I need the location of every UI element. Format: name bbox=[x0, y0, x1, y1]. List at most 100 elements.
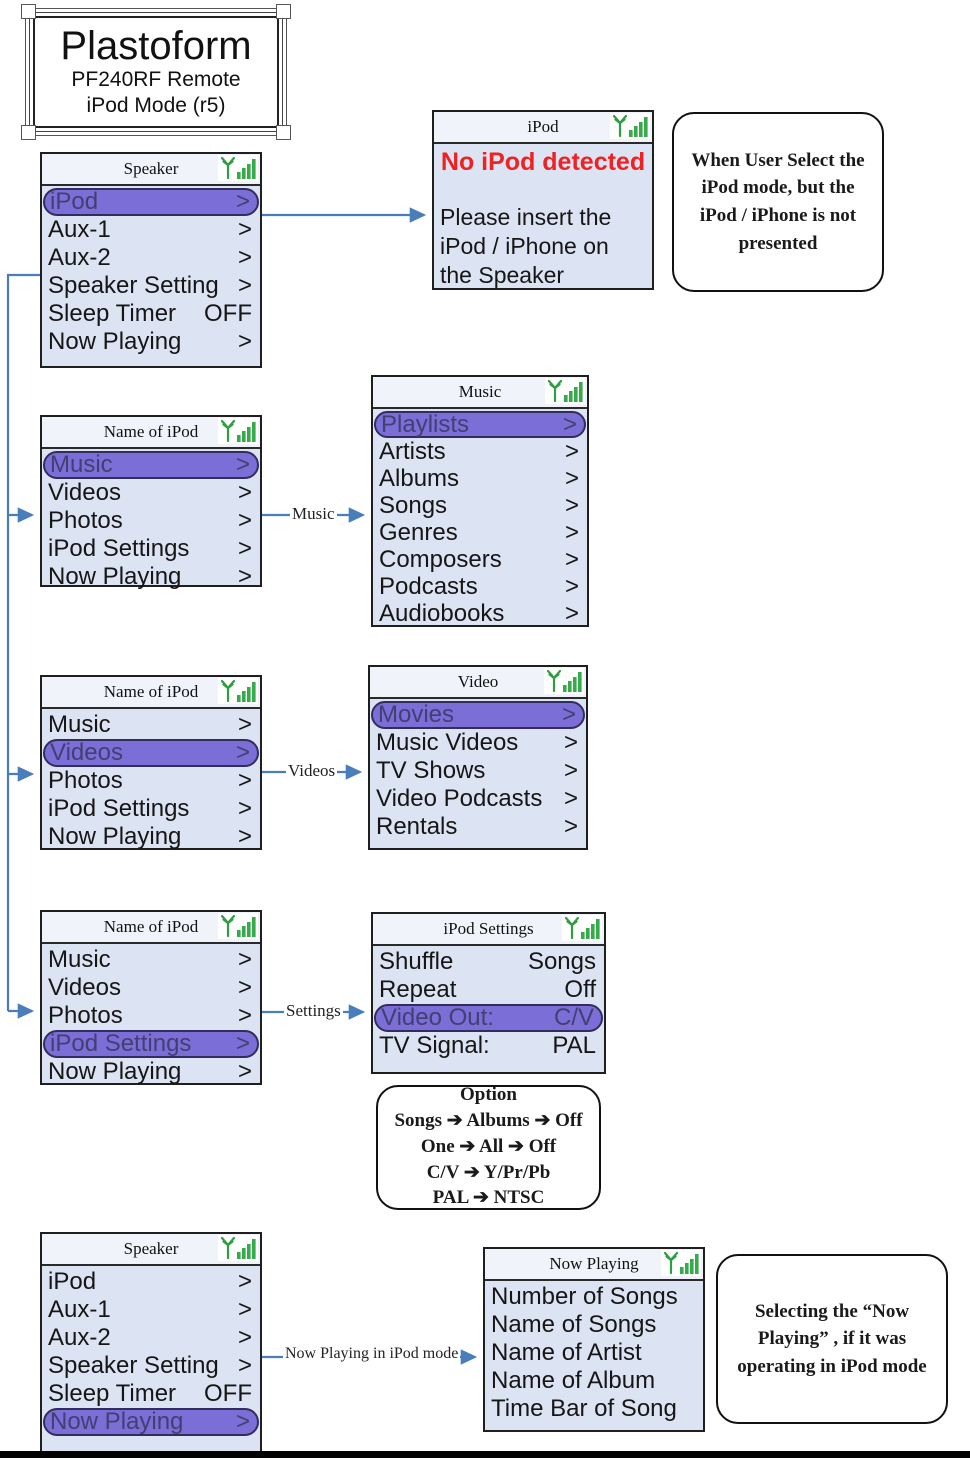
menu-item-value: > bbox=[237, 563, 252, 590]
menu-item-value: OFF bbox=[204, 1380, 252, 1407]
menu-item-rentals[interactable]: Rentals> bbox=[370, 813, 586, 841]
menu-item-number-of-songs[interactable]: Number of Songs bbox=[485, 1283, 703, 1311]
menu-item-aux-2[interactable]: Aux-2> bbox=[42, 244, 260, 272]
menu-item-repeat[interactable]: Repeat Off bbox=[373, 976, 604, 1004]
menu-item-label: Music bbox=[50, 451, 113, 478]
menu-item-ipod-settings[interactable]: iPod Settings> bbox=[42, 535, 260, 563]
menu-item-label: Genres bbox=[379, 518, 458, 546]
note-no-ipod: When User Select the iPod mode, but the … bbox=[672, 112, 884, 292]
menu-item-videos[interactable]: Videos> bbox=[42, 479, 260, 507]
menu-item-value: > bbox=[237, 216, 252, 243]
menu-item-value: > bbox=[237, 1352, 252, 1379]
menu-item-name-of-artist[interactable]: Name of Artist bbox=[485, 1339, 703, 1367]
screen-title: iPod Settings bbox=[443, 919, 534, 938]
menu-item-photos[interactable]: Photos> bbox=[42, 1002, 260, 1030]
menu-item-label: TV Shows bbox=[376, 757, 486, 784]
menu-item-music-videos[interactable]: Music Videos> bbox=[370, 729, 586, 757]
menu-item-ipod-settings[interactable]: iPod Settings> bbox=[42, 795, 260, 823]
menu-item-ipod[interactable]: iPod> bbox=[42, 1268, 260, 1296]
menu-item-aux-2[interactable]: Aux-2> bbox=[42, 1324, 260, 1352]
menu-item-now-playing[interactable]: Now Playing> bbox=[42, 328, 260, 356]
menu-item-label: iPod Settings bbox=[50, 1030, 192, 1057]
menu-item-label: Albums bbox=[379, 464, 460, 492]
menu-item-label: Speaker Setting bbox=[48, 272, 219, 299]
menu-item-label: Aux-1 bbox=[48, 1296, 111, 1323]
menu-item-audiobooks[interactable]: Audiobooks> bbox=[373, 600, 587, 627]
menu-item-artists[interactable]: Artists> bbox=[373, 438, 587, 465]
menu-item-label: Sleep Timer bbox=[48, 300, 177, 327]
screen-header: Name of iPod bbox=[42, 677, 260, 709]
menu-item-albums[interactable]: Albums> bbox=[373, 465, 587, 492]
menu-item-tv-signal[interactable]: TV Signal:PAL bbox=[373, 1032, 604, 1060]
menu-item-value: > bbox=[237, 1058, 252, 1085]
menu-item-now-playing[interactable]: Now Playing> bbox=[42, 563, 260, 591]
menu-item-videos[interactable]: Videos> bbox=[43, 739, 259, 767]
screen-title: Now Playing bbox=[549, 1254, 639, 1273]
menu-item-value: > bbox=[237, 1324, 252, 1351]
menu-item-photos[interactable]: Photos> bbox=[42, 507, 260, 535]
menu-item-value: > bbox=[237, 974, 252, 1001]
signal-strength-icon bbox=[661, 1250, 701, 1276]
menu-item-label: Photos bbox=[48, 767, 123, 794]
menu-item-time-bar-of-song[interactable]: Time Bar of Song bbox=[485, 1395, 703, 1423]
menu-item-name-of-songs[interactable]: Name of Songs bbox=[485, 1311, 703, 1339]
arrow-label-videos: Videos bbox=[286, 761, 338, 781]
menu-item-composers[interactable]: Composers> bbox=[373, 546, 587, 573]
note-text: When User Select the iPod mode, but the … bbox=[691, 149, 865, 254]
menu-item-videos[interactable]: Videos> bbox=[42, 974, 260, 1002]
menu-item-movies[interactable]: Movies> bbox=[371, 701, 585, 729]
menu-item-value: > bbox=[237, 1268, 252, 1295]
menu-item-label: Time Bar of Song bbox=[491, 1395, 677, 1422]
menu-item-aux-1[interactable]: Aux-1> bbox=[42, 1296, 260, 1324]
screen-title: Name of iPod bbox=[103, 422, 199, 441]
menu-item-now-playing[interactable]: Now Playing > bbox=[42, 1058, 260, 1086]
screen-video: Video Movies>Music Videos>TV Shows>Video… bbox=[368, 665, 588, 850]
menu-item-video-podcasts[interactable]: Video Podcasts> bbox=[370, 785, 586, 813]
menu-item-playlists[interactable]: Playlists> bbox=[374, 411, 586, 438]
menu-item-tv-shows[interactable]: TV Shows> bbox=[370, 757, 586, 785]
menu-item-label: Audiobooks bbox=[379, 599, 505, 627]
menu-item-music[interactable]: Music> bbox=[42, 711, 260, 739]
menu-item-speaker-setting[interactable]: Speaker Setting> bbox=[42, 272, 260, 300]
menu-item-podcasts[interactable]: Podcasts> bbox=[373, 573, 587, 600]
menu-item-genres[interactable]: Genres> bbox=[373, 519, 587, 546]
menu-item-label: Now Playing bbox=[48, 1058, 182, 1085]
menu-item-value: > bbox=[564, 437, 579, 465]
note-now-playing: Selecting the “Now Playing” , if it was … bbox=[716, 1254, 948, 1424]
menu-item-value: Off bbox=[564, 976, 596, 1003]
page-bottom-rule bbox=[0, 1451, 970, 1458]
screen-header: iPod Settings bbox=[373, 914, 604, 946]
menu-item-aux-1[interactable]: Aux-1> bbox=[42, 216, 260, 244]
menu-item-ipod-settings[interactable]: iPod Settings> bbox=[43, 1030, 259, 1058]
menu-item-label: Repeat bbox=[379, 976, 457, 1003]
menu-item-speaker-setting[interactable]: Speaker Setting> bbox=[42, 1352, 260, 1380]
screen-speaker-top: Speaker iPod>Aux-1>Aux-2>Speaker Setting… bbox=[40, 152, 262, 368]
screen-header: Video bbox=[370, 667, 586, 699]
menu-item-music[interactable]: Music> bbox=[43, 451, 259, 479]
menu-item-photos[interactable]: Photos> bbox=[42, 767, 260, 795]
screen-ipod-menu-music: Name of iPod Music>Videos>Photos>iPod Se… bbox=[40, 415, 262, 590]
menu-item-songs[interactable]: Songs> bbox=[373, 492, 587, 519]
menu-item-value: > bbox=[235, 1408, 250, 1435]
menu-item-music[interactable]: Music> bbox=[42, 946, 260, 974]
menu-item-name-of-album[interactable]: Name of Album bbox=[485, 1367, 703, 1395]
screen-title: Video bbox=[457, 672, 499, 691]
menu-item-value: > bbox=[237, 244, 252, 271]
screen-title: iPod bbox=[527, 117, 559, 136]
brand-name: Plastoform bbox=[60, 23, 252, 68]
arrow-label-music: Music bbox=[290, 504, 337, 524]
menu-item-now-playing[interactable]: Now Playing> bbox=[42, 823, 260, 851]
menu-item-ipod[interactable]: iPod> bbox=[43, 188, 259, 216]
menu-item-value: > bbox=[237, 795, 252, 822]
menu-item-label: Videos bbox=[50, 739, 123, 766]
logo-corner-ornament bbox=[276, 4, 291, 19]
menu-item-label: iPod bbox=[50, 188, 99, 215]
menu-item-video-out[interactable]: Video Out:C/V bbox=[374, 1004, 603, 1032]
menu-item-now-playing[interactable]: Now Playing> bbox=[43, 1408, 259, 1436]
arrow-label-now-playing: Now Playing in iPod mode bbox=[283, 1345, 461, 1363]
menu-item-value: > bbox=[564, 545, 579, 573]
